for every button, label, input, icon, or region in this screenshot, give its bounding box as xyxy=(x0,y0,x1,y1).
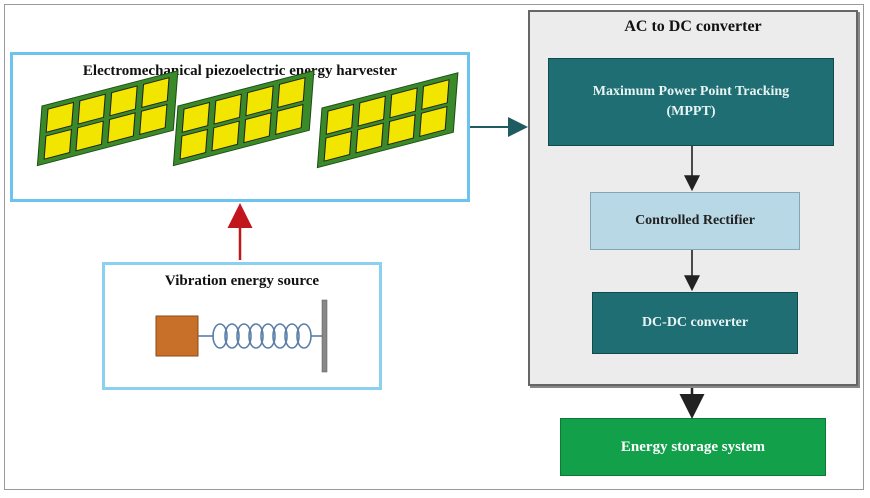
mppt-label-line2: (MPPT) xyxy=(666,104,716,119)
controlled-rectifier-block: Controlled Rectifier xyxy=(590,192,800,250)
vibration-source-panel: Vibration energy source xyxy=(102,262,382,390)
rectifier-label: Controlled Rectifier xyxy=(635,213,755,228)
mppt-block: Maximum Power Point Tracking (MPPT) xyxy=(548,58,834,146)
dc-dc-converter-block: DC-DC converter xyxy=(592,292,798,354)
mppt-label-line1: Maximum Power Point Tracking xyxy=(592,84,790,99)
vibration-source-title: Vibration energy source xyxy=(164,273,320,289)
dcdc-label: DC-DC converter xyxy=(641,315,749,330)
outer-frame xyxy=(4,4,864,490)
piezo-module-1 xyxy=(36,70,179,167)
vibration-mass xyxy=(155,315,199,357)
piezo-module-2 xyxy=(172,70,315,167)
fixed-wall xyxy=(321,299,328,373)
energy-storage-block: Energy storage system xyxy=(560,418,826,476)
converter-title: AC to DC converter xyxy=(624,18,762,35)
storage-label: Energy storage system xyxy=(620,438,766,455)
spring-icon xyxy=(198,323,322,349)
piezo-module-3 xyxy=(316,72,459,169)
